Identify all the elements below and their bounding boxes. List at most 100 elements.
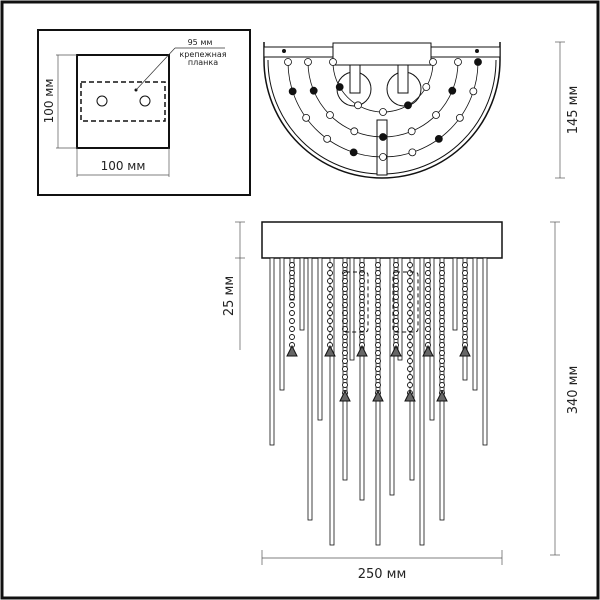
crystal-bead [335, 83, 344, 91]
chain-bead [425, 310, 431, 316]
chain-bead [393, 318, 399, 324]
chain-bead [439, 310, 445, 316]
chain-bead [359, 310, 365, 316]
chain-bead [407, 382, 413, 388]
chain-bead [407, 358, 413, 364]
chain-bead [425, 326, 431, 332]
plate-width-label: 100 мм [101, 159, 146, 173]
chain-bead [462, 278, 468, 284]
chain-bead [342, 286, 348, 292]
chain-bead [407, 286, 413, 292]
crystal-pendant [324, 344, 336, 357]
crystal-rod [329, 257, 335, 546]
crystal-rod [279, 257, 285, 391]
canopy [261, 221, 503, 259]
crystal-rod [317, 257, 323, 421]
chain-bead [439, 294, 445, 300]
crystal-bead [448, 86, 457, 95]
chain-bead [439, 262, 445, 268]
chain-bead [289, 278, 295, 284]
chain-bead [289, 286, 295, 292]
chain-bead [439, 366, 445, 372]
chain-bead [342, 294, 348, 300]
chain-bead [462, 286, 468, 292]
chain-bead [342, 342, 348, 348]
crystal-rod [472, 257, 478, 391]
chain-bead [407, 270, 413, 276]
crystal-pendant [422, 344, 434, 357]
chain-bead [462, 318, 468, 324]
crystal-rod [269, 257, 275, 446]
chain-bead [439, 278, 445, 284]
chain-bead [375, 262, 381, 268]
crystal-rod [397, 257, 403, 361]
crystal-bead [422, 83, 431, 91]
chain-bead [393, 278, 399, 284]
chain-bead [327, 278, 333, 284]
chain-bead [359, 326, 365, 332]
chain-bead [375, 350, 381, 356]
chain-bead [425, 294, 431, 300]
inset-frame [37, 29, 251, 196]
crystal-bead [379, 153, 387, 161]
bracket-size-label: 95 мм [188, 38, 213, 47]
crystal-bead [302, 113, 311, 122]
chain-bead [462, 262, 468, 268]
crystal-bead [429, 58, 437, 66]
mount-plate [76, 54, 170, 149]
top-view [263, 42, 501, 179]
chain-bead [289, 318, 295, 324]
plate-height-label: 100 мм [42, 79, 56, 124]
chain-bead [342, 382, 348, 388]
chain-bead [425, 270, 431, 276]
chain-bead [439, 350, 445, 356]
chain-bead [407, 278, 413, 284]
bracket-name-label: крепежная [179, 50, 226, 59]
chain-bead [407, 294, 413, 300]
outer-shade-arc [263, 42, 501, 179]
crystal-rod [482, 257, 488, 446]
bracket-name-label: планка [188, 58, 218, 67]
height-label: 340 мм [566, 366, 581, 415]
bulb-outline [342, 271, 369, 333]
chain-bead [327, 262, 333, 268]
center-stem [376, 119, 388, 176]
chain-bead [407, 334, 413, 340]
chain-bead [327, 334, 333, 340]
bulb-outline [392, 271, 419, 333]
chain-bead [327, 302, 333, 308]
crystal-bead [379, 108, 387, 116]
chain-bead [289, 262, 295, 268]
crystal-bead [350, 127, 359, 136]
crystal-rod [349, 257, 355, 361]
crystal-bead [326, 111, 334, 119]
chain-bead [342, 366, 348, 372]
chain-bead [375, 294, 381, 300]
chain-bead [393, 286, 399, 292]
crystal-bead [349, 148, 358, 157]
chain-bead [439, 374, 445, 380]
chain-bead [407, 326, 413, 332]
chain-bead [462, 310, 468, 316]
crystal-bead [474, 58, 482, 66]
chain-bead [425, 318, 431, 324]
chain-bead [425, 262, 431, 268]
chain-bead [425, 286, 431, 292]
chain-bead [393, 294, 399, 300]
screw-hole [139, 95, 151, 107]
chain-bead [375, 278, 381, 284]
crystal-bead [309, 86, 318, 95]
chain-bead [407, 374, 413, 380]
chain-bead [327, 318, 333, 324]
crystal-bead [288, 87, 297, 96]
chain-bead [342, 334, 348, 340]
mounting-bracket [80, 81, 166, 122]
chain-bead [375, 310, 381, 316]
crystal-pendant [459, 344, 471, 357]
chain-bead [375, 334, 381, 340]
chain-bead [375, 302, 381, 308]
chain-bead [359, 294, 365, 300]
chain-bead [375, 358, 381, 364]
